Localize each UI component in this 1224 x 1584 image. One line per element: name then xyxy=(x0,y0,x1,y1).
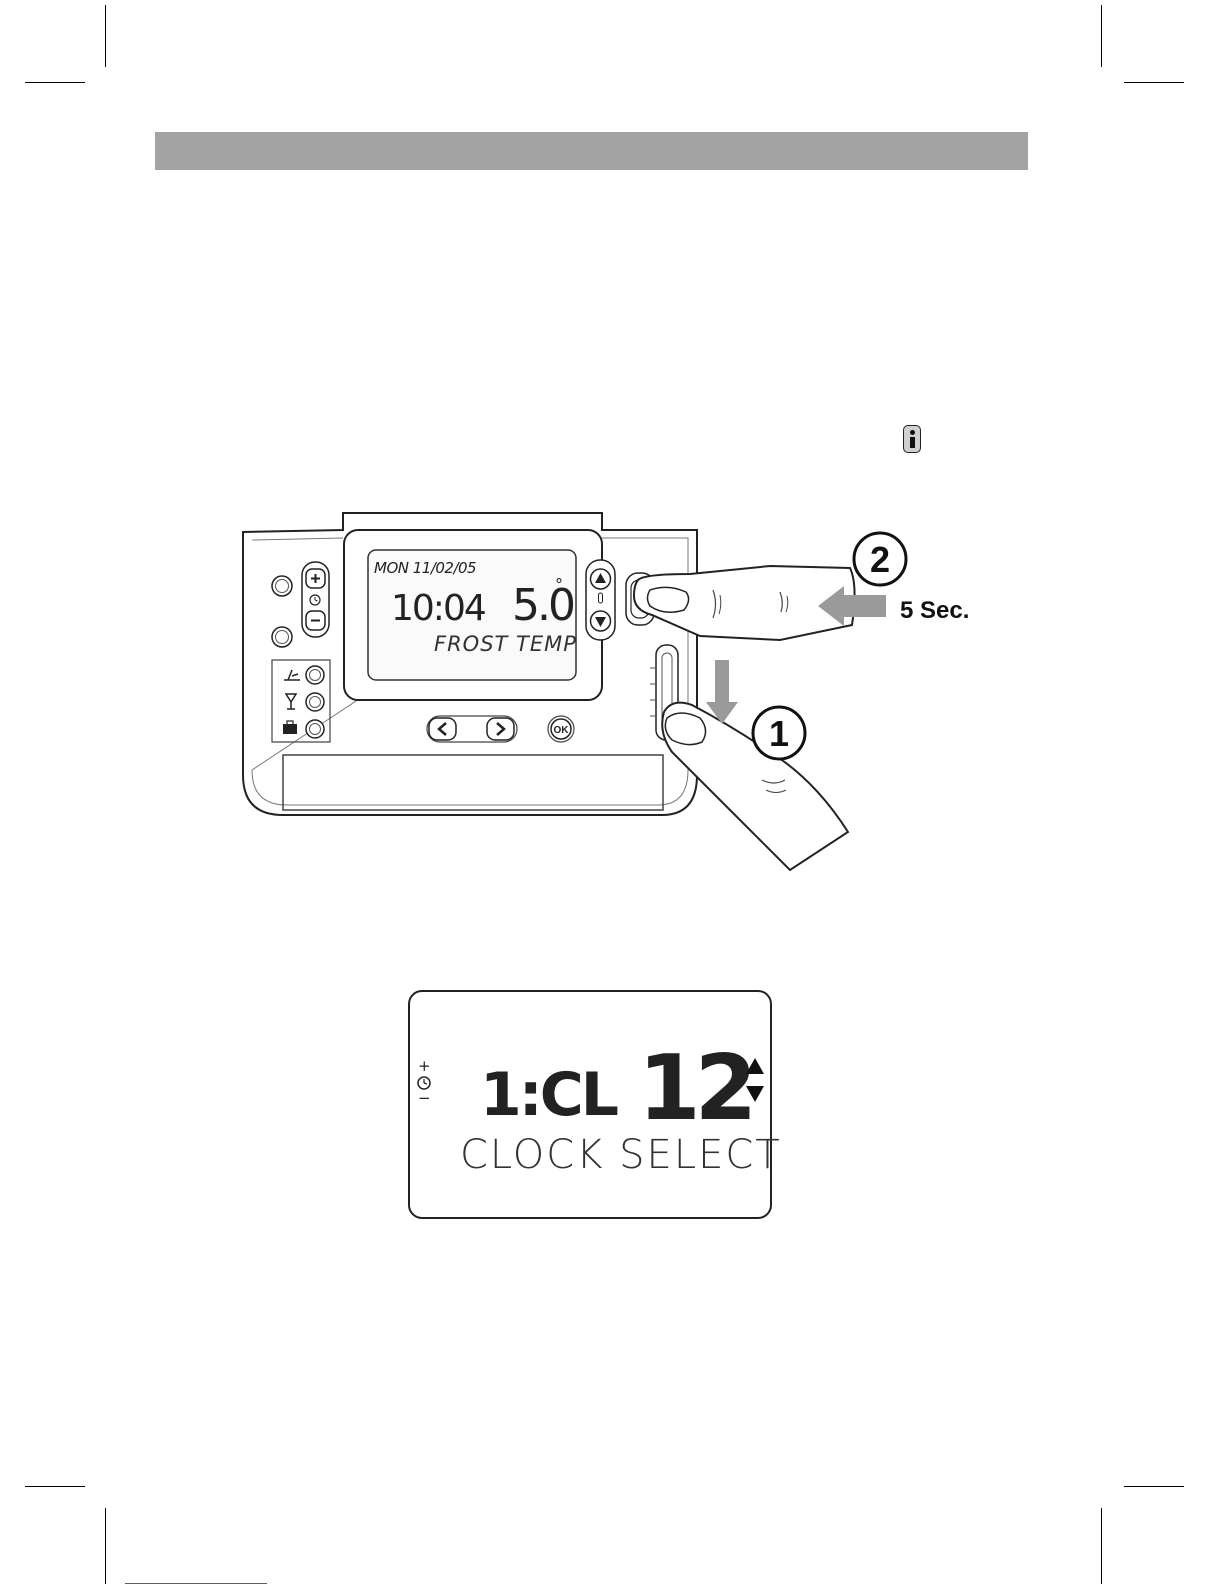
duration-label: 5 Sec. xyxy=(900,597,969,624)
crop-mark xyxy=(1101,1508,1102,1584)
parameter-value: 12 xyxy=(638,1036,751,1141)
parameter-label: CLOCK SELECT xyxy=(460,1132,782,1178)
parameter-code: 1:CL xyxy=(480,1060,616,1130)
crop-mark xyxy=(105,1508,106,1584)
thermostat-illustration: OK 2 1 5 Sec. xyxy=(0,0,1224,900)
plus-indicator: + xyxy=(418,1057,431,1075)
ok-button-label: OK xyxy=(554,725,570,736)
crop-mark xyxy=(1124,1486,1184,1487)
step-2-callout: 2 xyxy=(870,539,890,580)
crop-mark xyxy=(25,1486,85,1487)
minus-indicator: − xyxy=(418,1089,431,1107)
step-1-callout: 1 xyxy=(769,713,789,754)
device-date-line: MON 11/02/05 xyxy=(374,559,476,577)
device-time: 10:04 xyxy=(391,588,485,629)
device-temperature: 5.0 xyxy=(512,580,573,631)
device-mode-text: FROST TEMP xyxy=(434,632,577,656)
device-degree: ° xyxy=(555,575,563,594)
up-down-arrows-icon xyxy=(744,1056,766,1106)
